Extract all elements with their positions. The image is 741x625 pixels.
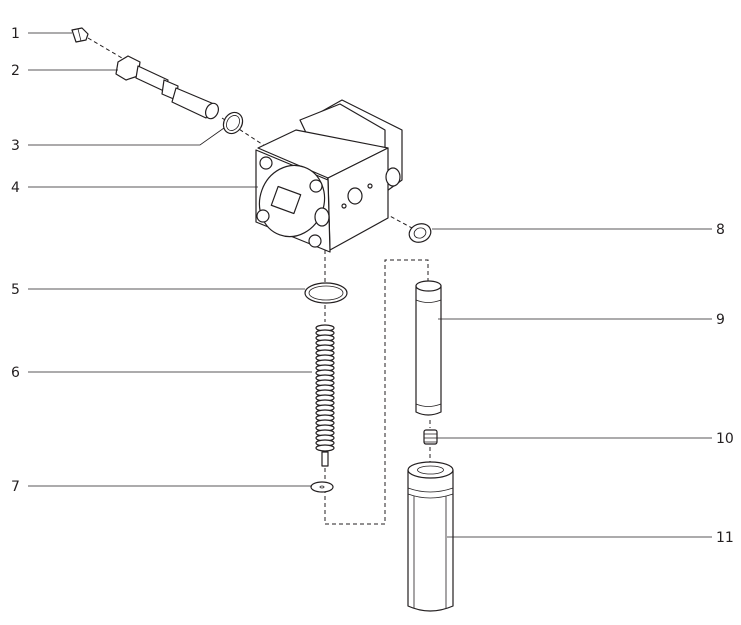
callout-1: 1 (11, 26, 20, 42)
callout-2: 2 (11, 63, 20, 79)
callout-9: 9 (716, 312, 725, 328)
part-2-shaft (115, 55, 220, 120)
callout-6: 6 (11, 365, 20, 381)
part-10-small-spring (423, 429, 438, 445)
part-8-fitting (408, 223, 432, 243)
callout-numbers: 1 2 3 4 5 6 7 8 9 10 11 (11, 26, 734, 546)
part-9-filter (415, 280, 442, 416)
leader-lines (28, 32, 712, 538)
callout-5: 5 (11, 282, 20, 298)
spring-coil (315, 444, 335, 452)
spring-stem (321, 451, 329, 467)
assembly-guide-lines (87, 37, 431, 525)
part-1-plug (71, 27, 89, 43)
part-6-spring (315, 324, 335, 467)
callout-3: 3 (11, 138, 20, 154)
callout-10: 10 (716, 431, 734, 447)
callout-11: 11 (716, 530, 734, 546)
part-3-o-ring (222, 111, 244, 135)
callout-8: 8 (716, 222, 725, 238)
part-7-washer (310, 481, 334, 493)
part-4-block (255, 99, 403, 253)
part-5-o-ring (304, 282, 348, 304)
part-11-bowl (407, 461, 454, 612)
callout-7: 7 (11, 479, 20, 495)
callout-4: 4 (11, 180, 20, 196)
